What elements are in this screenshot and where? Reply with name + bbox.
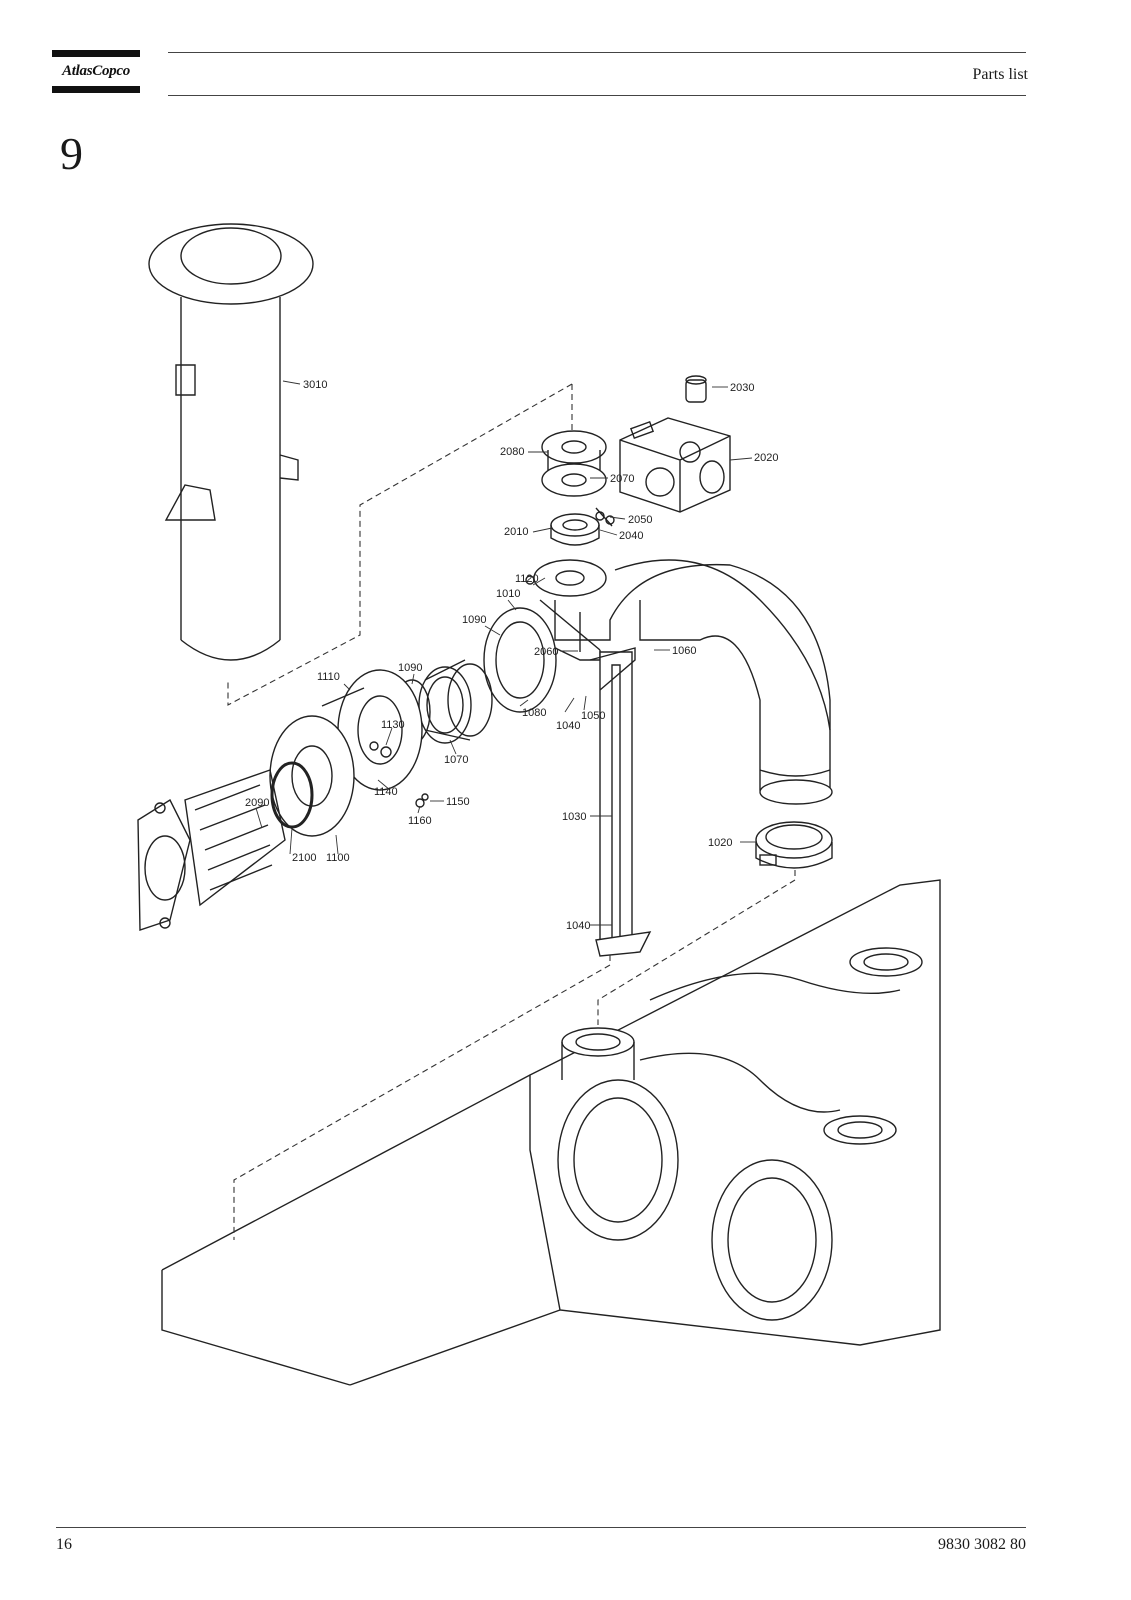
callout-1140: 1140 — [374, 786, 398, 798]
callout-1010: 1010 — [496, 588, 520, 600]
flange-1120 — [525, 559, 607, 597]
callout-1090-upper: 1090 — [462, 614, 486, 626]
callout-1130: 1130 — [381, 719, 405, 731]
logo-bottom-bar — [52, 86, 140, 93]
coupling-clamp-1020 — [755, 821, 833, 869]
callout-1040-lower: 1040 — [566, 920, 590, 932]
fasteners-2040-2050 — [595, 507, 615, 527]
exploded-parts-diagram: 3010 2030 2020 2080 2070 2050 2010 2040 … — [137, 223, 941, 1386]
callout-1030: 1030 — [562, 811, 586, 823]
callout-1120: 1120 — [515, 573, 539, 585]
logo-wordmark: AtlasCopco — [62, 63, 130, 79]
gasket-2100 — [270, 761, 314, 829]
support-leg-1030 — [589, 647, 652, 957]
flange-2080 — [541, 430, 607, 497]
callout-2090: 2090 — [245, 797, 269, 809]
callout-2100: 2100 — [292, 852, 316, 864]
silencer-pipe-3010 — [148, 223, 314, 661]
footer-rule — [56, 1527, 1026, 1528]
callout-1050: 1050 — [581, 710, 605, 722]
page-number: 16 — [56, 1536, 72, 1553]
leader-lines — [255, 380, 756, 926]
logo-top-bar — [52, 50, 140, 57]
callout-1110: 1110 — [317, 671, 340, 683]
callout-1020: 1020 — [708, 837, 732, 849]
header-rule-bottom — [168, 95, 1026, 96]
callout-2030: 2030 — [730, 382, 754, 394]
document-number: 9830 3082 80 — [938, 1536, 1026, 1553]
actuator-2020 — [619, 417, 731, 513]
callout-1100: 1100 — [326, 852, 350, 864]
callout-2080: 2080 — [500, 446, 524, 458]
header-section-label: Parts list — [972, 66, 1028, 83]
header-rule-top — [168, 52, 1026, 53]
cable-gland-2030 — [685, 375, 707, 403]
callout-1150: 1150 — [446, 796, 470, 808]
callout-1070: 1070 — [444, 754, 468, 766]
sleeve-1070 — [418, 659, 493, 744]
callout-2050: 2050 — [628, 514, 652, 526]
callout-3010: 3010 — [303, 379, 327, 391]
callout-2010: 2010 — [504, 526, 528, 538]
callout-1160: 1160 — [408, 815, 432, 827]
atlas-copco-logo: AtlasCopco — [52, 50, 140, 94]
callout-1040-upper: 1040 — [556, 720, 580, 732]
callout-2070: 2070 — [610, 473, 634, 485]
compressor-block — [529, 879, 941, 1346]
expansion-bellows-2090 — [137, 769, 286, 931]
flanged-spool-1100 — [269, 715, 355, 837]
fasteners-1150-1160 — [415, 793, 429, 808]
section-number: 9 — [60, 128, 83, 179]
flange-1090 — [483, 607, 557, 713]
assembly-lines — [227, 383, 796, 1240]
valve-ring-2010 — [550, 513, 600, 546]
callout-1090-lower: 1090 — [398, 662, 422, 674]
callout-2020: 2020 — [754, 452, 778, 464]
base-frame — [161, 1074, 561, 1386]
callout-1060: 1060 — [672, 645, 696, 657]
callout-2040: 2040 — [619, 530, 643, 542]
callout-1080: 1080 — [522, 707, 546, 719]
callout-2060: 2060 — [534, 646, 558, 658]
